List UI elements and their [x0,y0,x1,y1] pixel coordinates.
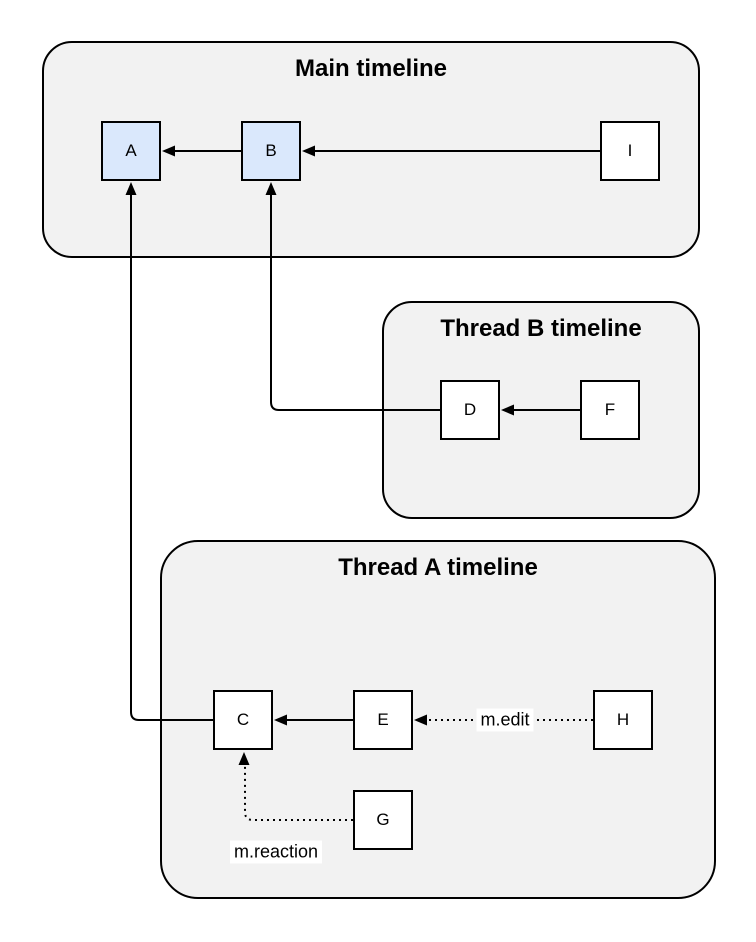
node-a-label: A [125,141,137,160]
node-i: I [600,121,660,181]
thread-b-timeline-title: Thread B timeline [440,315,642,342]
node-g: G [353,790,413,850]
node-b-label: B [265,141,277,160]
node-d: D [440,380,500,440]
node-a: A [101,121,161,181]
node-i-label: I [627,141,633,160]
node-h: H [593,690,653,750]
node-f: F [580,380,640,440]
edge-label-m-reaction: m.reaction [229,840,323,864]
node-h-label: H [616,710,630,729]
node-d-label: D [463,400,477,419]
node-g-label: G [376,810,390,829]
node-b: B [241,121,301,181]
node-c-label: C [236,710,250,729]
node-c: C [213,690,273,750]
edge-label-m-edit: m.edit [476,708,534,732]
node-e: E [353,690,413,750]
thread-b-timeline-container: Thread B timeline [382,301,700,519]
node-f-label: F [604,400,616,419]
thread-a-timeline-title: Thread A timeline [338,554,538,581]
main-timeline-title: Main timeline [294,55,448,82]
node-e-label: E [377,710,389,729]
